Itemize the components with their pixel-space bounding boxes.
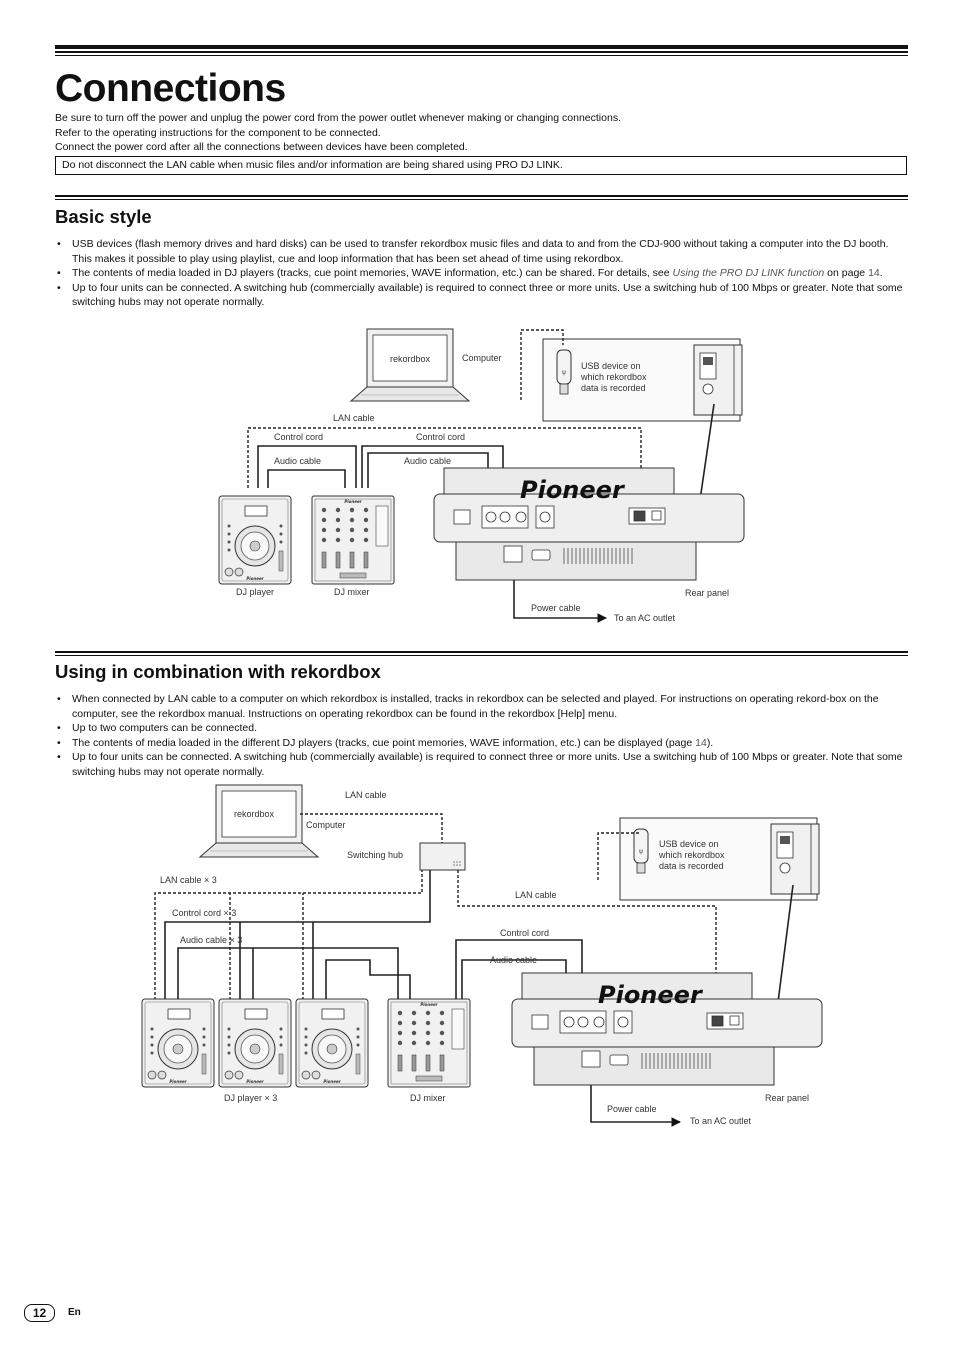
section-rule-thin: [55, 199, 908, 200]
list-item: The contents of media loaded in the diff…: [55, 736, 905, 751]
dj-player-icon: [218, 998, 292, 1088]
section-rule: [55, 651, 908, 653]
diagram-combo: Pioneer: [141, 784, 823, 1127]
dj-player-x3-label: DJ player × 3: [224, 1093, 278, 1103]
audio-cable-label: Audio cable: [490, 955, 538, 965]
page-number: 12: [24, 1304, 55, 1322]
computer-label: Computer: [306, 820, 346, 830]
audio-cable-x3-label: Audio cable × 3: [180, 935, 243, 945]
power-cable-label: Power cable: [607, 1104, 657, 1114]
switching-hub-label: Switching hub: [347, 850, 404, 860]
top-rule-2: [55, 51, 908, 53]
dj-mixer-icon: [311, 495, 395, 585]
audio-cable-label: Audio cable: [404, 456, 452, 466]
page-title: Connections: [55, 67, 286, 110]
lan-cable-x3-label: LAN cable × 3: [160, 875, 217, 885]
switching-hub-icon: [419, 842, 466, 871]
list-item: Up to four units can be connected. A swi…: [55, 750, 905, 779]
rear-panel-label: Rear panel: [765, 1093, 810, 1103]
laptop-screen-label: rekordbox: [234, 809, 275, 819]
usb-device-label: USB device on which rekordbox data is re…: [581, 361, 647, 393]
dj-player-icon: [295, 998, 369, 1088]
top-rule-1: [55, 45, 908, 49]
list-item: USB devices (flash memory drives and har…: [55, 237, 905, 266]
lan-cable-label: LAN cable: [345, 790, 387, 800]
section-rule-thin: [55, 655, 908, 656]
page-reference-link[interactable]: 14: [695, 736, 707, 749]
dj-player-icon: [141, 998, 215, 1088]
intro-line: Connect the power cord after all the con…: [55, 141, 468, 153]
diagram-basic: Pioneer: [218, 328, 745, 623]
list-item: The contents of media loaded in DJ playe…: [55, 266, 905, 281]
dj-mixer-label: DJ mixer: [410, 1093, 446, 1103]
dj-player-label: DJ player: [236, 587, 275, 597]
list-item: When connected by LAN cable to a compute…: [55, 692, 905, 721]
top-rule-3: [55, 55, 908, 56]
computer-laptop: [350, 328, 470, 402]
computer-laptop: [199, 784, 319, 858]
control-cord-label: Control cord: [416, 432, 466, 442]
pro-dj-link-reference[interactable]: Using the PRO DJ LINK function: [672, 267, 825, 279]
intro-line: Be sure to turn off the power and unplug…: [55, 112, 621, 124]
control-cord-label: Control cord: [500, 928, 550, 938]
intro-line: Refer to the operating instructions for …: [55, 126, 381, 139]
section-heading-basic: Basic style: [55, 206, 152, 227]
rear-panel-label: Rear panel: [685, 588, 730, 598]
dj-mixer-icon: [387, 998, 471, 1088]
combo-bullet-list: When connected by LAN cable to a compute…: [55, 692, 905, 779]
dj-player-icon: [218, 495, 292, 585]
usb-device-label: USB device on which rekordbox data is re…: [659, 839, 725, 871]
section-heading-combo: Using in combination with rekordbox: [55, 661, 381, 682]
dj-mixer-label: DJ mixer: [334, 587, 370, 597]
list-item: Up to four units can be connected. A swi…: [55, 281, 905, 310]
audio-cable-label: Audio cable: [274, 456, 322, 466]
power-cable-label: Power cable: [531, 603, 581, 613]
control-cord-label: Control cord: [274, 432, 324, 442]
control-cord-x3-label: Control cord × 3: [172, 908, 237, 918]
ac-outlet-label: To an AC outlet: [690, 1116, 752, 1126]
computer-label: Computer: [462, 353, 502, 363]
ac-outlet-label: To an AC outlet: [614, 613, 676, 623]
pioneer-logo: Pioneer: [598, 981, 704, 1009]
section-rule: [55, 195, 908, 197]
lan-cable-label: LAN cable: [515, 890, 557, 900]
pioneer-logo: Pioneer: [520, 476, 626, 504]
intro-text: Be sure to turn off the power and unplug…: [55, 111, 915, 155]
notice-box: Do not disconnect the LAN cable when mus…: [55, 156, 907, 175]
basic-bullet-list: USB devices (flash memory drives and har…: [55, 237, 905, 310]
language-code: En: [68, 1307, 81, 1318]
laptop-screen-label: rekordbox: [390, 354, 431, 364]
list-item: Up to two computers can be connected.: [55, 721, 905, 736]
page-reference-link[interactable]: 14: [868, 267, 880, 279]
lan-cable-label: LAN cable: [333, 413, 375, 423]
